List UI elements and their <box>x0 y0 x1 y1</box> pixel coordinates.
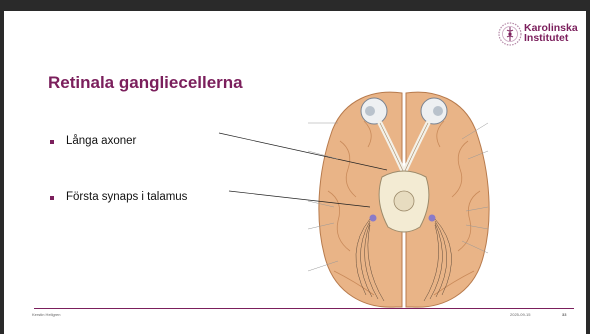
bullet-square-icon <box>50 196 54 200</box>
slide-number: 33 <box>562 312 566 317</box>
footer-rule <box>34 308 574 309</box>
logo-line-2: Institutet <box>524 33 578 43</box>
logo-wordmark: Karolinska Institutet <box>524 23 578 43</box>
bullet-item: Långa axoner <box>50 135 136 147</box>
bullet-item: Första synaps i talamus <box>50 191 187 203</box>
bullet-text: Långa axoner <box>66 135 136 147</box>
footer-author: Kerstin Hellgren <box>32 312 60 317</box>
slide: Karolinska Institutet Retinala gangliece… <box>4 11 586 334</box>
footer-date: 2025-09-15 <box>510 312 530 317</box>
bullet-square-icon <box>50 140 54 144</box>
bullet-text: Första synaps i talamus <box>66 191 187 203</box>
slide-title: Retinala gangliecellerna <box>48 73 243 93</box>
brain-visual-pathway-illustration <box>304 81 504 311</box>
bullet-list: Långa axoner Första synaps i talamus <box>50 135 136 147</box>
